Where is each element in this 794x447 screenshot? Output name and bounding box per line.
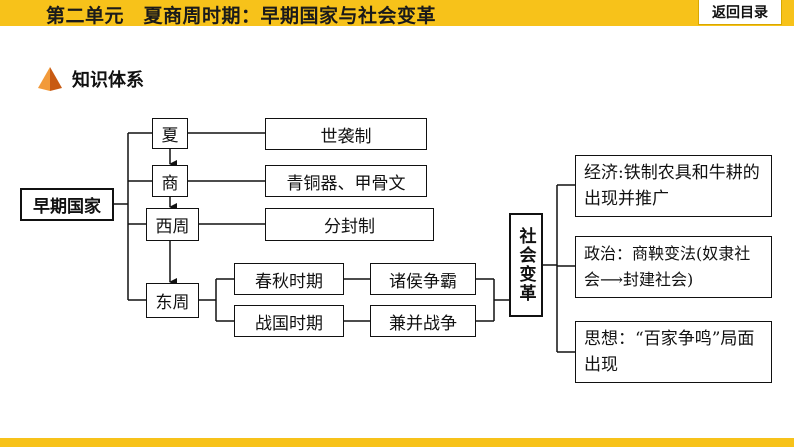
feature-bronze-oracle: 青铜器、甲骨文 bbox=[265, 165, 427, 197]
unit-title: 第二单元 夏商周时期：早期国家与社会变革 bbox=[46, 5, 437, 27]
feature-enfeoffment: 分封制 bbox=[265, 208, 434, 241]
dynasty-xia: 夏 bbox=[152, 118, 188, 149]
feature-hereditary-system: 世袭制 bbox=[265, 118, 427, 150]
change-politics: 政治：商鞅变法(奴隶社会⟶封建社会) bbox=[575, 236, 772, 298]
period-feature-annexation: 兼并战争 bbox=[370, 305, 476, 337]
dynasty-xizhou: 西周 bbox=[146, 208, 199, 241]
period-zhanguo: 战国时期 bbox=[234, 305, 344, 337]
period-feature-hegemony: 诸侯争霸 bbox=[370, 263, 476, 295]
footer-bar bbox=[0, 438, 794, 447]
social-change: 社会变革 bbox=[509, 213, 543, 317]
back-to-contents-button[interactable]: 返回目录 bbox=[698, 0, 782, 25]
header-bar: 第二单元 夏商周时期：早期国家与社会变革 返回目录 bbox=[0, 0, 794, 27]
section-heading: 知识体系 bbox=[36, 66, 144, 92]
early-state-root: 早期国家 bbox=[20, 188, 114, 221]
dynasty-shang: 商 bbox=[152, 165, 188, 197]
period-chunqiu: 春秋时期 bbox=[234, 263, 344, 295]
section-title: 知识体系 bbox=[72, 70, 144, 91]
dynasty-dongzhou: 东周 bbox=[146, 283, 199, 318]
change-economy: 经济:铁制农具和牛耕的出现并推广 bbox=[575, 155, 772, 217]
change-thought: 思想：“百家争鸣”局面出现 bbox=[575, 321, 772, 383]
pyramid-icon bbox=[38, 67, 62, 91]
